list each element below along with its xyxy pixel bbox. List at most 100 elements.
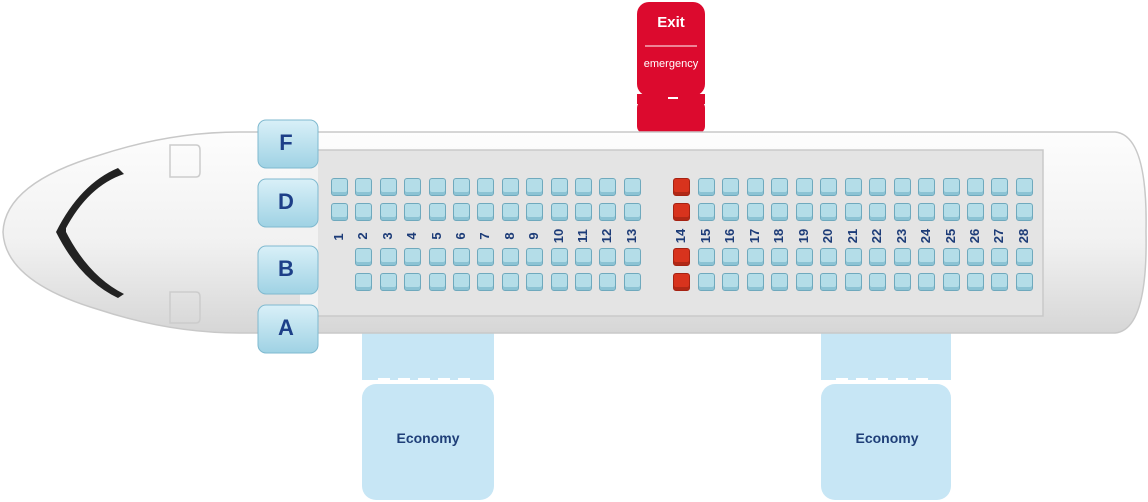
seat-12-b[interactable] [599, 248, 617, 266]
seat-2-b[interactable] [355, 248, 373, 266]
seat-15-b[interactable] [698, 248, 715, 266]
seat-9-f[interactable] [526, 178, 544, 196]
seat-23-d[interactable] [893, 203, 911, 221]
seat-19-b[interactable] [795, 248, 813, 266]
seat-6-a[interactable] [453, 273, 470, 291]
seat-23-f[interactable] [893, 178, 911, 196]
seat-10-f[interactable] [550, 178, 568, 196]
seat-17-f[interactable] [746, 178, 764, 196]
seat-21-a[interactable] [844, 273, 862, 291]
seat-26-a[interactable] [966, 273, 984, 291]
seat-14-b[interactable] [673, 248, 690, 266]
seat-13-f[interactable] [623, 178, 641, 196]
seat-10-a[interactable] [550, 273, 568, 291]
seat-27-a[interactable] [991, 273, 1009, 291]
seat-6-f[interactable] [453, 178, 470, 196]
seat-5-a[interactable] [428, 273, 446, 291]
seat-24-a[interactable] [918, 273, 936, 291]
seat-18-a[interactable] [771, 273, 789, 291]
seat-11-d[interactable] [575, 203, 592, 221]
seat-21-b[interactable] [844, 248, 862, 266]
seat-20-b[interactable] [820, 248, 838, 266]
seat-18-f[interactable] [771, 178, 789, 196]
seat-2-a[interactable] [355, 273, 373, 291]
seat-28-b[interactable] [1015, 248, 1033, 266]
seat-20-d[interactable] [820, 203, 838, 221]
seat-3-a[interactable] [379, 273, 397, 291]
seat-14-f[interactable] [673, 178, 690, 196]
seat-15-a[interactable] [698, 273, 715, 291]
seat-12-d[interactable] [599, 203, 617, 221]
seat-14-a[interactable] [673, 273, 690, 291]
seat-25-d[interactable] [942, 203, 960, 221]
seat-20-f[interactable] [820, 178, 838, 196]
seat-11-b[interactable] [575, 248, 592, 266]
seat-26-b[interactable] [966, 248, 984, 266]
seat-21-f[interactable] [844, 178, 862, 196]
seat-16-b[interactable] [722, 248, 740, 266]
seat-1-d[interactable] [331, 203, 348, 221]
seat-17-d[interactable] [746, 203, 764, 221]
seat-3-d[interactable] [379, 203, 397, 221]
seat-6-b[interactable] [453, 248, 470, 266]
seat-4-b[interactable] [404, 248, 422, 266]
seat-14-d[interactable] [673, 203, 690, 221]
seat-2-d[interactable] [355, 203, 373, 221]
seat-12-f[interactable] [599, 178, 617, 196]
seat-15-d[interactable] [698, 203, 715, 221]
seat-5-f[interactable] [428, 178, 446, 196]
seat-9-d[interactable] [526, 203, 544, 221]
seat-13-d[interactable] [623, 203, 641, 221]
seat-24-f[interactable] [918, 178, 936, 196]
seat-5-b[interactable] [428, 248, 446, 266]
seat-8-b[interactable] [501, 248, 519, 266]
seat-22-b[interactable] [869, 248, 887, 266]
seat-17-b[interactable] [746, 248, 764, 266]
seat-10-b[interactable] [550, 248, 568, 266]
seat-16-a[interactable] [722, 273, 740, 291]
seat-9-b[interactable] [526, 248, 544, 266]
seat-7-a[interactable] [477, 273, 495, 291]
seat-26-d[interactable] [966, 203, 984, 221]
seat-12-a[interactable] [599, 273, 617, 291]
seat-4-d[interactable] [404, 203, 422, 221]
seat-27-b[interactable] [991, 248, 1009, 266]
seat-25-a[interactable] [942, 273, 960, 291]
seat-18-d[interactable] [771, 203, 789, 221]
seat-27-f[interactable] [991, 178, 1009, 196]
seat-26-f[interactable] [966, 178, 984, 196]
seat-28-f[interactable] [1015, 178, 1033, 196]
seat-3-b[interactable] [379, 248, 397, 266]
seat-2-f[interactable] [355, 178, 373, 196]
seat-7-b[interactable] [477, 248, 495, 266]
seat-13-a[interactable] [623, 273, 641, 291]
seat-22-f[interactable] [869, 178, 887, 196]
seat-8-a[interactable] [501, 273, 519, 291]
seat-20-a[interactable] [820, 273, 838, 291]
seat-25-f[interactable] [942, 178, 960, 196]
seat-5-d[interactable] [428, 203, 446, 221]
seat-23-b[interactable] [893, 248, 911, 266]
seat-21-d[interactable] [844, 203, 862, 221]
seat-22-d[interactable] [869, 203, 887, 221]
seat-6-d[interactable] [453, 203, 470, 221]
seat-10-d[interactable] [550, 203, 568, 221]
seat-13-b[interactable] [623, 248, 641, 266]
seat-3-f[interactable] [379, 178, 397, 196]
seat-19-d[interactable] [795, 203, 813, 221]
seat-7-f[interactable] [477, 178, 495, 196]
seat-1-f[interactable] [331, 178, 348, 196]
seat-8-d[interactable] [501, 203, 519, 221]
seat-18-b[interactable] [771, 248, 789, 266]
seat-22-a[interactable] [869, 273, 887, 291]
seat-17-a[interactable] [746, 273, 764, 291]
seat-4-a[interactable] [404, 273, 422, 291]
seat-11-a[interactable] [575, 273, 592, 291]
seat-24-d[interactable] [918, 203, 936, 221]
seat-27-d[interactable] [991, 203, 1009, 221]
seat-15-f[interactable] [698, 178, 715, 196]
seat-9-a[interactable] [526, 273, 544, 291]
seat-24-b[interactable] [918, 248, 936, 266]
seat-25-b[interactable] [942, 248, 960, 266]
seat-8-f[interactable] [501, 178, 519, 196]
